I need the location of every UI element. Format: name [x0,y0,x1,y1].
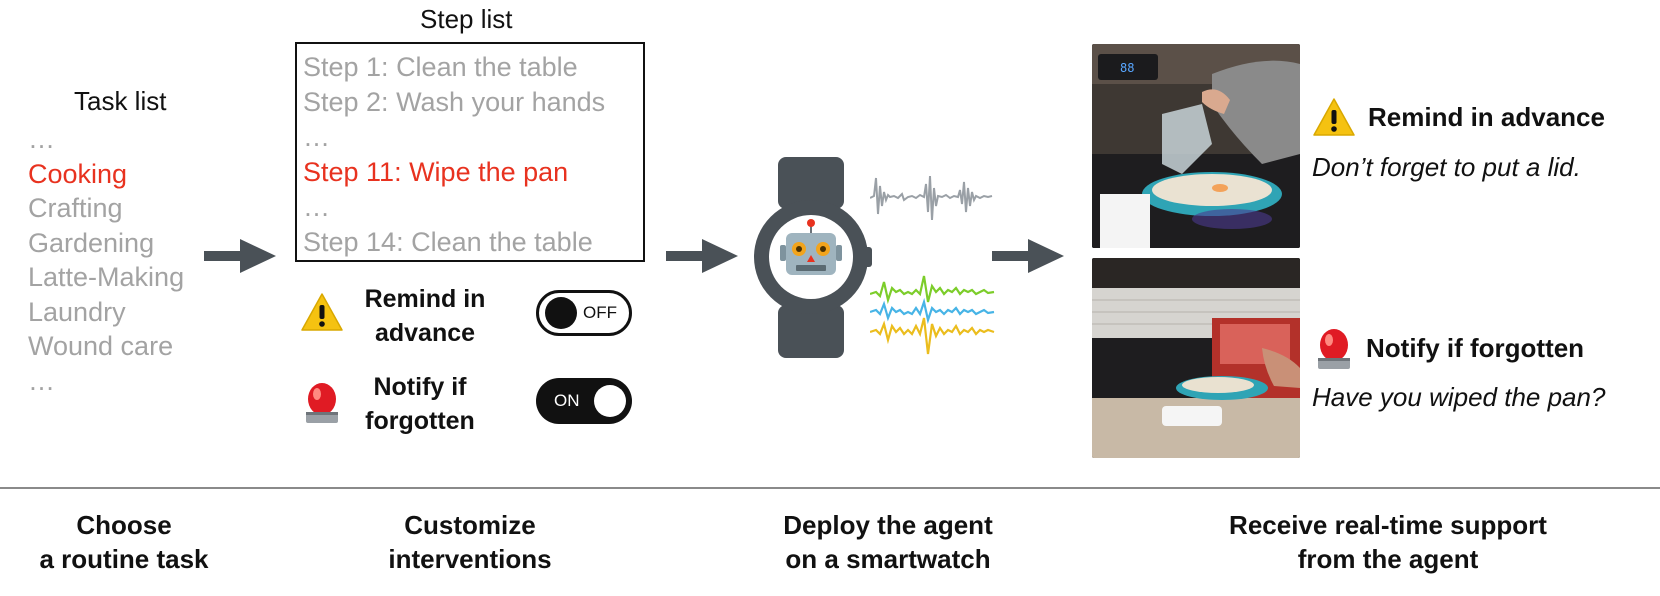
support-remind-message: Don’t forget to put a lid. [1312,152,1581,182]
remind-option-label: Remind in advance [345,282,505,350]
notify-option-label: Notify if forgotten [340,370,500,438]
step-item-11[interactable]: Step 11: Wipe the pan [303,157,569,187]
caption-choose-line1: Choose [76,510,172,540]
notify-toggle[interactable]: ON [536,378,632,424]
task-item-crafting[interactable]: Crafting [28,193,123,223]
step-item-1[interactable]: Step 1: Clean the table [303,52,578,82]
task-list-title: Task list [74,86,167,116]
remind-toggle-text: OFF [583,303,617,322]
task-item-ellipsis-top: … [28,124,55,154]
caption-customize-line2: interventions [388,544,552,574]
caption-receive-line1: Receive real-time support [1229,510,1547,540]
siren-icon [1318,329,1350,369]
step-item-ellipsis-2: … [303,192,330,222]
arrow-right-icon [666,239,738,273]
remind-option-label-line1: Remind in [364,285,486,313]
step-item-14[interactable]: Step 14: Clean the table [303,227,593,257]
remind-toggle[interactable]: OFF [536,290,632,336]
task-item-wound-care[interactable]: Wound care [28,331,174,361]
task-item-cooking[interactable]: Cooking [28,158,128,189]
step-list-title: Step list [420,4,513,34]
caption-customize-line1: Customize [404,510,536,540]
imu-signal-icon [870,275,995,355]
caption-deploy-line2: on a smartwatch [785,544,991,574]
notify-toggle-text: ON [554,391,580,410]
caption-receive: Receive real-time support from the agent [1178,508,1598,576]
support-notify-title: Notify if forgotten [1366,333,1585,363]
caption-deploy-line1: Deploy the agent [783,510,993,540]
svg-text:88: 88 [1120,61,1134,75]
caption-customize: Customize interventions [310,508,630,576]
task-item-gardening[interactable]: Gardening [28,227,155,258]
caption-deploy: Deploy the agent on a smartwatch [728,508,1048,576]
cooking-photo-counter [1092,258,1300,458]
siren-icon [306,383,338,423]
toggle-knob [545,297,577,329]
warning-icon [301,293,343,331]
cooking-photo-pouring: 88 [1092,44,1300,248]
task-list: … Cooking Crafting Gardening Latte-Makin… [28,122,184,398]
step-list-box: Step 1: Clean the table Step 2: Wash you… [295,42,645,262]
remind-option-label-line2: advance [374,319,476,347]
robot-icon [780,219,842,275]
support-notify-message: Have you wiped the pan? [1312,382,1606,412]
caption-choose: Choose a routine task [0,508,284,576]
arrow-right-icon [204,239,276,273]
task-item-ellipsis-bottom: … [28,365,55,396]
audio-waveform-icon [870,175,993,221]
notify-option-label-line2: forgotten [365,407,475,435]
smartwatch-icon [754,157,872,358]
task-item-laundry[interactable]: Laundry [28,296,126,327]
warning-icon [1313,98,1355,136]
notify-option-label-line1: Notify if [373,373,467,401]
support-remind-title: Remind in advance [1368,102,1605,132]
arrow-right-icon [992,239,1064,273]
caption-choose-line2: a routine task [39,544,209,574]
task-item-latte-making[interactable]: Latte-Making [28,262,185,292]
caption-receive-line2: from the agent [1297,544,1479,574]
divider [0,487,1660,489]
step-item-ellipsis-1: … [303,122,330,152]
toggle-knob [594,385,626,417]
step-item-2[interactable]: Step 2: Wash your hands [303,87,606,117]
